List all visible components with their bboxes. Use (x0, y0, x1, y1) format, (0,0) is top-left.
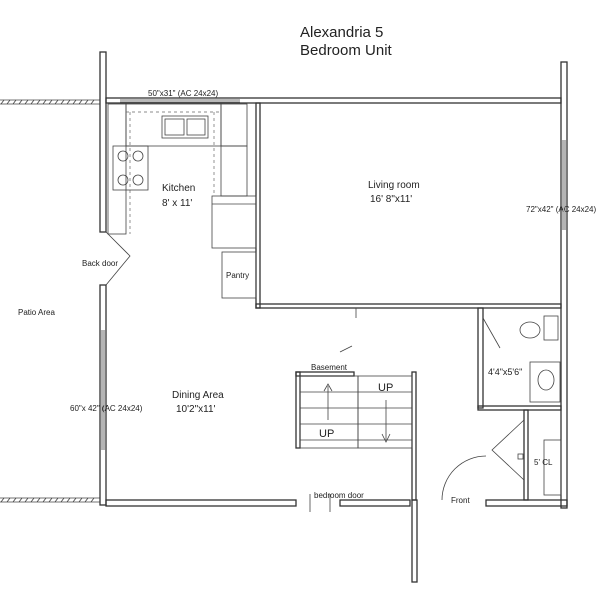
pantry-label: Pantry (226, 271, 249, 280)
window-right-label: 72"x42" (AC 24x24) (526, 205, 596, 214)
bedroom-door-label: bedroom door (314, 491, 364, 500)
exterior-ground-left-bottom (0, 497, 100, 503)
front-door-swing (441, 455, 487, 501)
kitchen-size: 8' x 11' (162, 198, 192, 209)
patio-label: Patio Area (18, 308, 55, 317)
kitchen-counters (107, 103, 248, 235)
closet-walls (491, 409, 562, 501)
exterior-ground-left-top (0, 99, 100, 105)
window-top-mark (120, 99, 240, 103)
basement-label: Basement (311, 363, 348, 372)
back-door-label: Back door (82, 259, 118, 268)
bedroom-door-marks (309, 308, 357, 512)
bathroom-size: 4'4"x5'6" (488, 367, 522, 377)
window-left-label: 60"x 42" (AC 24x24) (70, 404, 143, 413)
plan-title-line-1: Alexandria 5 (300, 24, 384, 41)
kitchen-stove (112, 145, 149, 191)
kitchen-name: Kitchen (162, 183, 195, 194)
closet-label: 5' CL (534, 458, 553, 467)
front-door-label: Front (451, 496, 470, 505)
exterior-walls (99, 51, 568, 583)
stairs-up-left-label: UP (319, 428, 334, 440)
living-room-walls (255, 102, 562, 309)
dining-area-name: Dining Area (172, 390, 224, 401)
living-room-size: 16' 8"x11' (370, 194, 412, 205)
pantry-box (221, 251, 257, 299)
stairs-up-right-label: UP (378, 382, 393, 394)
living-room-name: Living room (368, 180, 420, 191)
kitchen-refrigerator-cabinet (211, 195, 257, 249)
dining-area-size: 10'2"x11' (176, 404, 216, 415)
kitchen-sink (161, 115, 209, 139)
bathroom-toilet (519, 315, 559, 341)
bathroom-tub (529, 361, 561, 403)
bathroom-walls (477, 307, 562, 411)
staircase (295, 345, 417, 501)
window-top-label: 50"x31" (AC 24x24) (148, 89, 218, 98)
window-left-mark (101, 330, 105, 450)
plan-title-line-2: Bedroom Unit (300, 42, 392, 59)
window-right-mark (562, 140, 566, 230)
back-door-swing (105, 231, 131, 286)
